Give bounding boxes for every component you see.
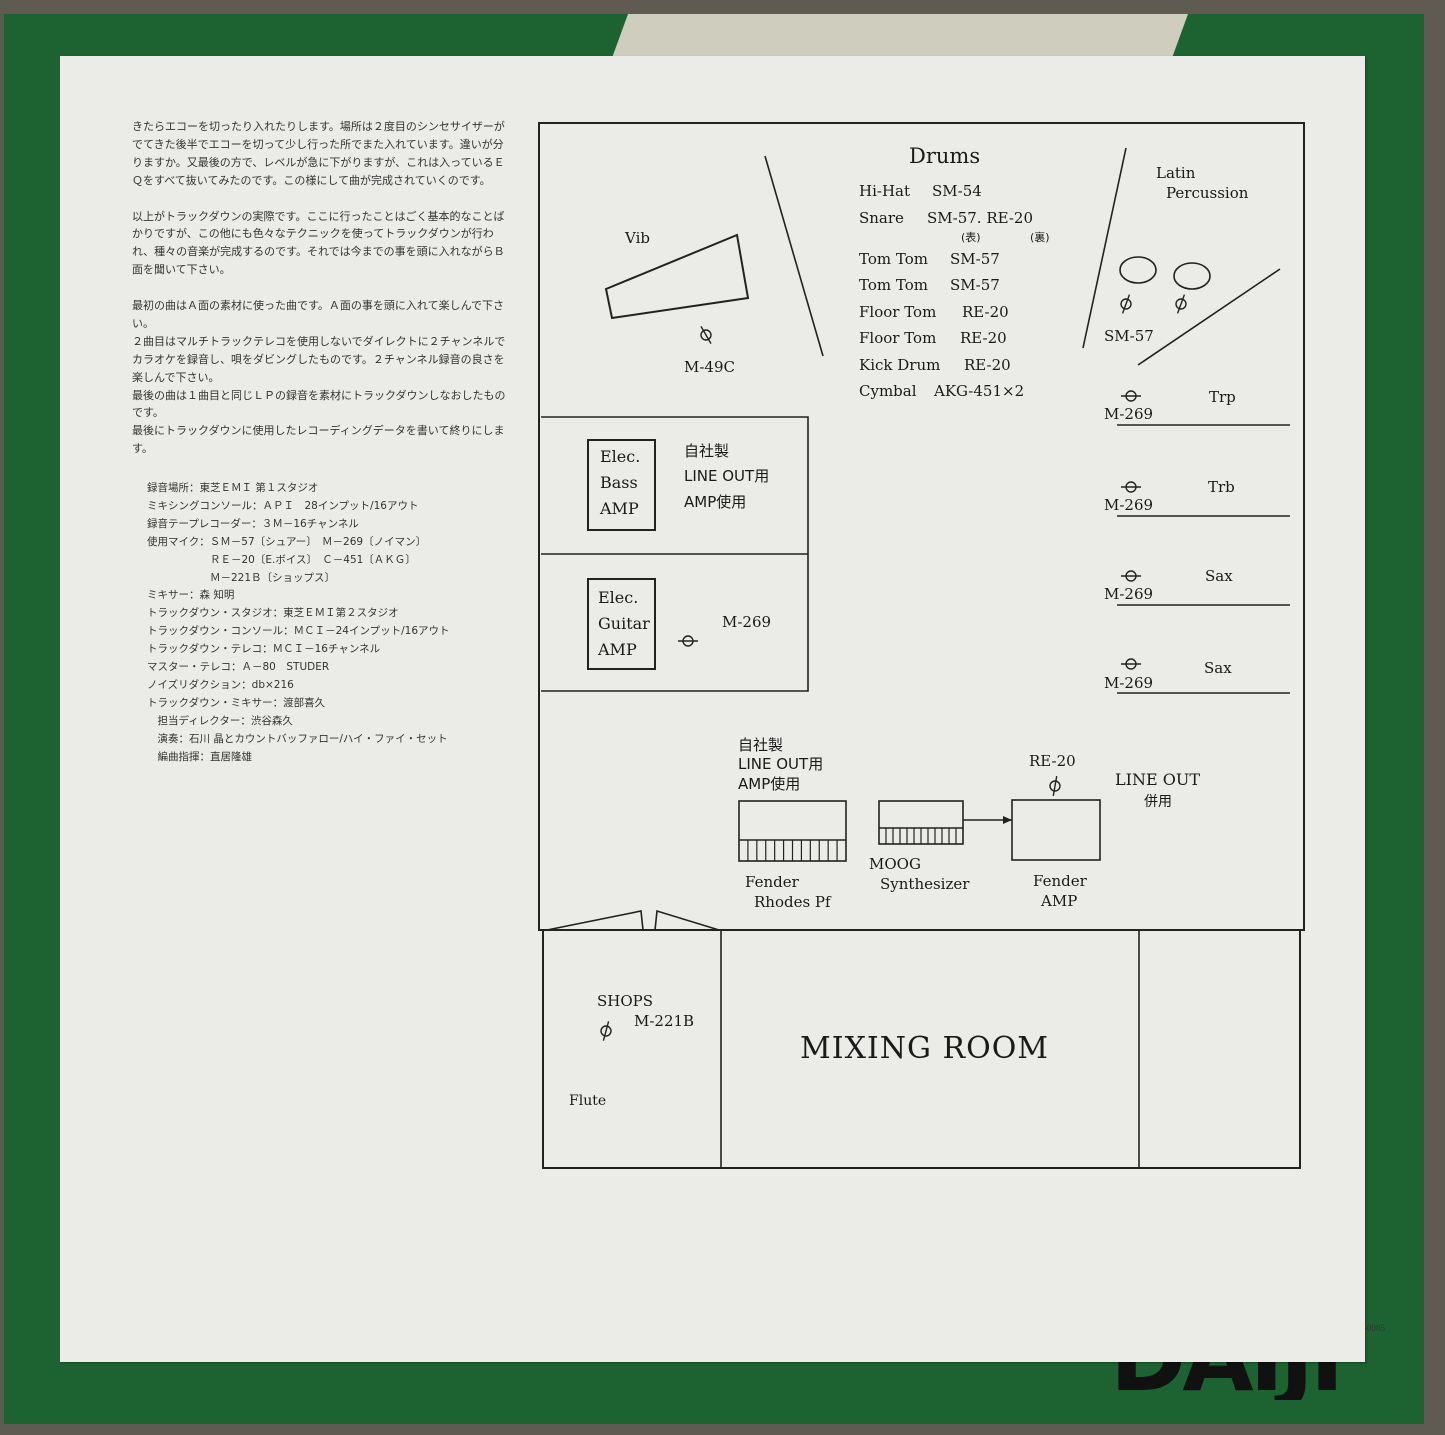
bass-amp-box (587, 439, 656, 531)
flute-shops-label: SHOPS (597, 992, 654, 1010)
fender-amp-line2: AMP (1041, 892, 1078, 910)
horn-name: Trp (1209, 388, 1236, 406)
drum-instrument: Floor Tom (859, 303, 937, 321)
guitar-microphone-icon (678, 635, 698, 647)
horn-mic-label: M-269 (1104, 405, 1154, 423)
credit-line: 使用マイク：ＳＭ－57〔シュアー〕 Ｍ－269〔ノイマン〕 (147, 535, 427, 548)
horn-microphone-icon (1121, 390, 1141, 402)
drum-mic: RE-20 (962, 303, 1009, 321)
rhodes-label-line1: Fender (745, 873, 799, 891)
bass-amp-line3: AMP (600, 499, 639, 518)
credit-line: 演奏：石川 晶とカウントバッファロー/ハイ・ファイ・セット (147, 732, 448, 745)
guitar-amp-line2: Guitar (598, 614, 650, 633)
drums-title: Drums (909, 144, 981, 168)
drum-instrument: Tom Tom (859, 250, 928, 268)
drum-mic: AKG-451×2 (934, 382, 1025, 400)
drum-instrument: Cymbal (859, 382, 917, 400)
drum-mic: SM-57. RE-20 (927, 209, 1034, 227)
moog-keys (885, 828, 957, 844)
guitar-amp-box (587, 578, 656, 670)
drum-instrument: Snare (859, 209, 904, 227)
credit-line: ミキサー：森 知明 (147, 589, 235, 602)
bass-note-line1: 自社製 (684, 442, 730, 460)
horn-name: Sax (1205, 567, 1233, 585)
liner-notes-sheet (60, 56, 1365, 1362)
fender-amp-line1: Fender (1033, 872, 1087, 890)
fender-amp-mic-label: RE-20 (1029, 752, 1076, 770)
latin-microphone-icon (1120, 294, 1132, 314)
drum-mic: RE-20 (964, 356, 1011, 374)
credit-line: 編曲指揮：直居隆雄 (147, 750, 252, 763)
lineout-label-line2: 併用 (1144, 794, 1172, 810)
horn-microphone-icon (1121, 481, 1141, 493)
guitar-amp-line3: AMP (598, 640, 637, 659)
flute-label: Flute (569, 1093, 607, 1109)
recording-credits: 録音場所：東芝ＥＭＩ 第１スタジオミキシングコンソール：ＡＰＩ 28インプット/… (147, 480, 517, 767)
guitar-amp-line1: Elec. (598, 588, 639, 607)
credit-line: ミキシングコンソール：ＡＰＩ 28インプット/16アウト (147, 499, 419, 512)
fender-amp-microphone-icon (1049, 776, 1061, 796)
flute-mic-label: M-221B (634, 1012, 695, 1030)
horn-mic-label: M-269 (1104, 585, 1154, 603)
snare-front-note: (表) (961, 231, 981, 244)
rhodes-label-line2: Rhodes Pf (754, 893, 831, 911)
latin-microphone-icon (1175, 294, 1187, 314)
keys-note-line1: 自社製 (738, 736, 784, 754)
moog-label-line1: MOOG (869, 855, 921, 873)
drum-instrument: Hi-Hat (859, 182, 910, 200)
drum-mic: SM-54 (932, 182, 982, 200)
drum-mic: SM-57 (950, 250, 1000, 268)
flute-microphone-icon (600, 1021, 612, 1041)
horn-mic-label: M-269 (1104, 496, 1154, 514)
liner-notes-body: きたらエコーを切ったり入れたりします。場所は２度目のシンセサイザーがでてきた後半… (132, 118, 507, 476)
snare-back-note: (裏) (1030, 231, 1050, 244)
drum-mic: SM-57 (950, 276, 1000, 294)
credit-line: ノイズリダクション：db×216 (147, 678, 294, 691)
horn-microphone-icon (1121, 570, 1141, 582)
horn-name: Sax (1204, 659, 1232, 677)
credit-line: トラックダウン・スタジオ：東芝ＥＭＩ第２スタジオ (147, 607, 399, 620)
bass-amp-line2: Bass (600, 473, 638, 492)
drum-instrument: Floor Tom (859, 329, 937, 347)
credit-line: ＲＥ－20〔E.ボイス〕 Ｃ－451〔ＡＫＧ〕 (147, 553, 416, 566)
guitar-mic-label: M-269 (722, 613, 772, 631)
latin-mic-label: SM-57 (1104, 327, 1154, 345)
catalog-number: DOR-0005 (1345, 1323, 1385, 1333)
bass-amp-line1: Elec. (600, 447, 641, 466)
horn-microphone-icon (1121, 658, 1141, 670)
bass-note-line2: LINE OUT用 (684, 467, 770, 485)
drum-instrument: Tom Tom (859, 276, 928, 294)
vib-label: Vib (625, 229, 650, 247)
horn-mic-label: M-269 (1104, 674, 1154, 692)
credit-line: トラックダウン・テレコ：ＭＣＩ－16チャンネル (147, 643, 381, 656)
credit-line: トラックダウン・コンソール：ＭＣＩ－24インプット/16アウト (147, 625, 450, 638)
vib-microphone-icon (700, 325, 712, 345)
credit-line: マスター・テレコ：Ａ－80 STUDER (147, 661, 330, 674)
vib-mic-label: M-49C (684, 358, 735, 376)
mixing-room-label: MIXING ROOM (800, 1031, 1050, 1066)
latin-label-line2: Percussion (1166, 184, 1249, 202)
lineout-label-line1: LINE OUT (1115, 770, 1200, 789)
credit-line: Ｍ－221Ｂ〔ショップス〕 (147, 571, 336, 584)
credit-line: 録音テープレコーダー：３Ｍ－16チャンネル (147, 517, 359, 530)
drum-mic: RE-20 (960, 329, 1007, 347)
credit-line: 担当ディレクター：渋谷森久 (147, 714, 293, 727)
latin-label-line1: Latin (1156, 164, 1196, 182)
notes-paragraph: きたらエコーを切ったり入れたりします。場所は２度目のシンセサイザーがでてきた後半… (132, 120, 505, 187)
moog-label-line2: Synthesizer (880, 875, 970, 893)
credit-line: 録音場所：東芝ＥＭＩ 第１スタジオ (147, 482, 319, 494)
keys-note-line2: LINE OUT用 (738, 755, 824, 773)
drum-instrument: Kick Drum (859, 356, 941, 374)
rhodes-keys (747, 840, 838, 861)
notes-paragraph: 以上がトラックダウンの実際です。ここに行ったことはごく基本的なことばかりですが、… (132, 209, 505, 277)
horn-name: Trb (1208, 478, 1235, 496)
keys-note-line3: AMP使用 (738, 775, 801, 793)
notes-paragraph: 最初の曲はＡ面の素材に使った曲です。Ａ面の事を頭に入れて楽しんで下さい。 ２曲目… (132, 299, 506, 456)
credit-line: トラックダウン・ミキサー：渡部喜久 (147, 696, 326, 709)
bass-note-line3: AMP使用 (684, 493, 747, 511)
